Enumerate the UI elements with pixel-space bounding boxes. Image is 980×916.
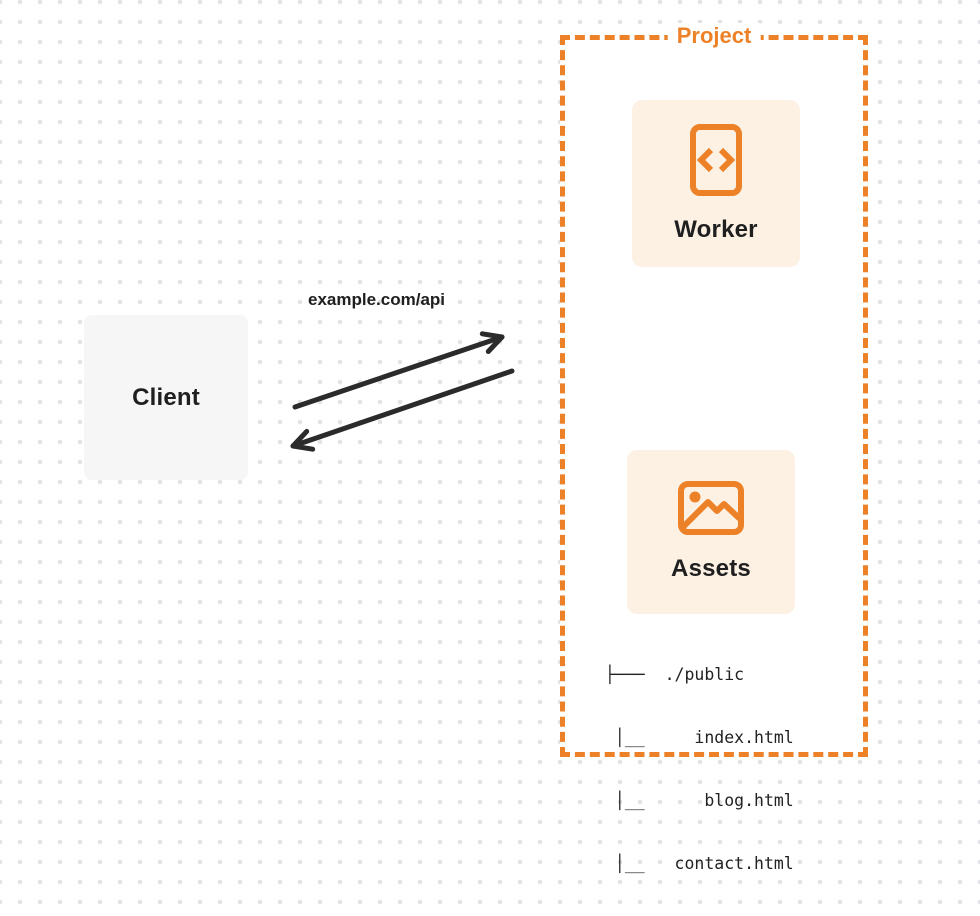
code-file-icon xyxy=(690,123,742,196)
client-label: Client xyxy=(132,383,200,411)
file-tree-line: ├─── ./public xyxy=(605,665,745,684)
response-arrow-icon xyxy=(290,368,515,452)
worker-node: Worker xyxy=(632,100,800,267)
project-container: Project Worker Assets ├─── ./public │__ … xyxy=(560,23,868,873)
file-tree-line: │__ contact.html xyxy=(605,854,794,873)
file-tree-line: │__ index.html xyxy=(605,728,794,747)
image-icon xyxy=(678,481,744,535)
worker-label: Worker xyxy=(674,215,758,243)
request-arrow-icon xyxy=(292,331,505,410)
project-label: Project xyxy=(667,23,761,49)
request-response-arrows xyxy=(290,331,515,452)
assets-label: Assets xyxy=(671,555,751,582)
client-node: Client xyxy=(84,315,248,480)
assets-node: Assets xyxy=(627,450,795,614)
request-url-label: example.com/api xyxy=(308,290,446,309)
file-tree-line: │__ blog.html xyxy=(605,791,794,810)
file-tree: ├─── ./public │__ index.html │__ blog.ht… xyxy=(605,622,794,916)
